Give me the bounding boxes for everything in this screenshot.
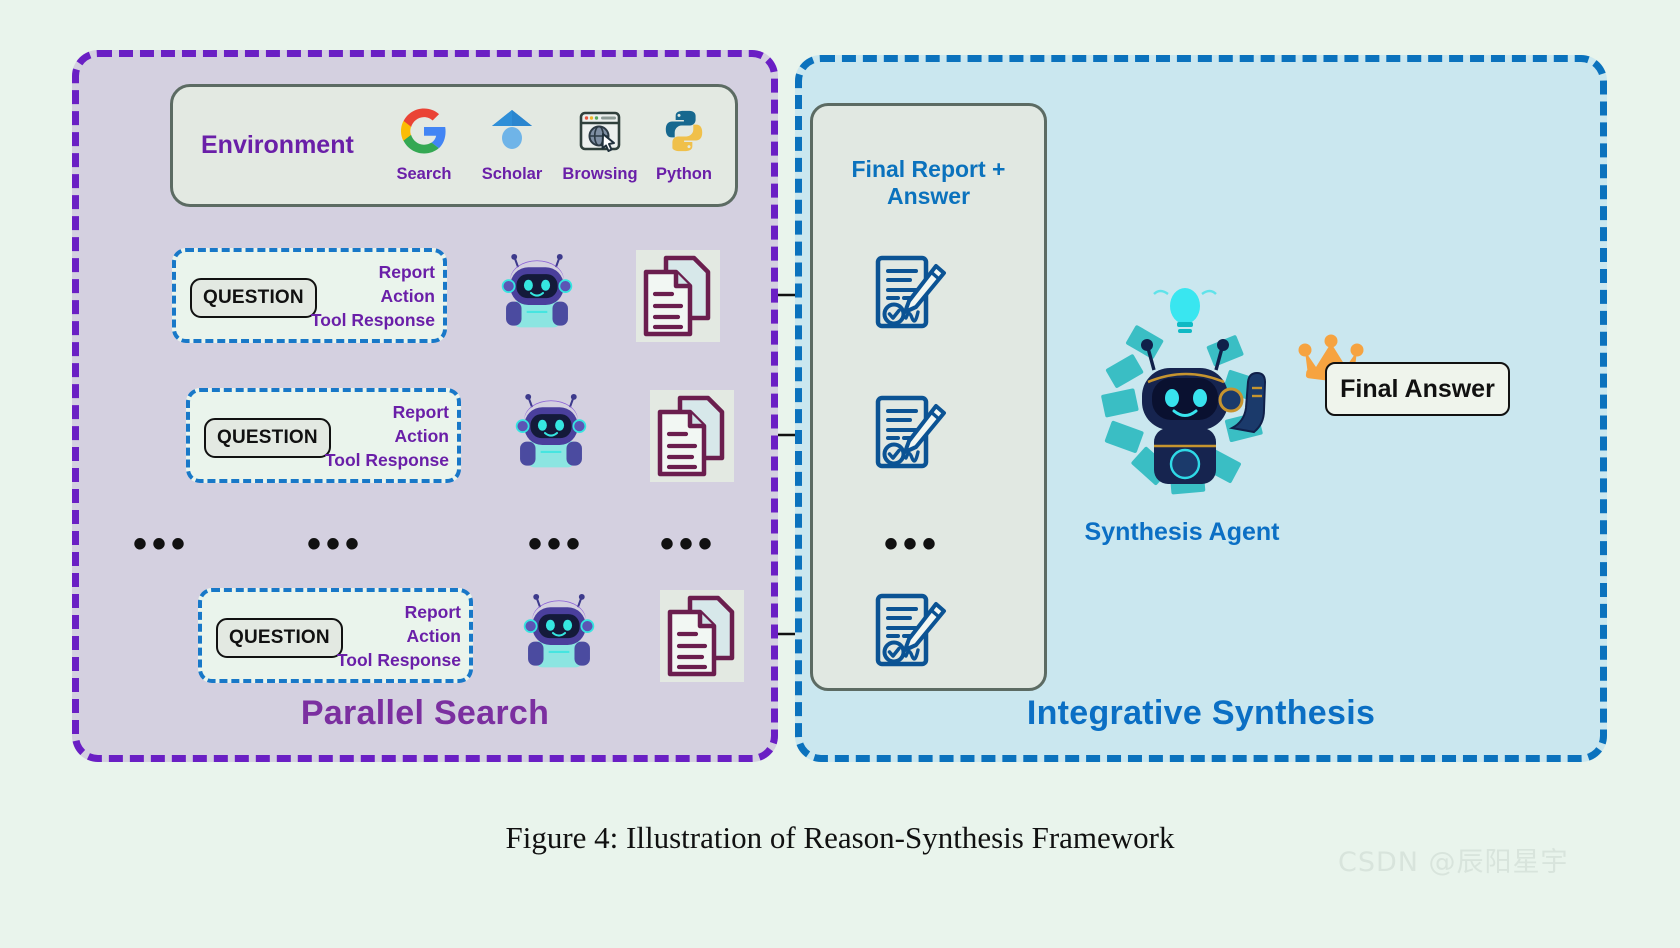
environment-card: Environment Search [170,84,738,207]
synthesis-agent-label: Synthesis Agent [1084,518,1280,546]
detail-line-tool-response: Tool Response [336,649,461,670]
browser-window-icon [557,99,643,163]
google-scholar-icon [469,99,555,163]
document-stack-icon-3 [660,590,744,682]
tool-search[interactable]: Search [381,99,467,184]
google-g-icon [381,99,467,163]
tool-browsing[interactable]: Browsing [557,99,643,184]
detail-line-tool-response: Tool Response [324,449,449,470]
question-detail-2: Report Action Tool Response [299,401,449,473]
parallel-search-title: Parallel Search [300,694,550,732]
signed-report-pen-icon-2 [868,392,952,476]
ellipsis-questions: ••• [133,522,191,566]
final-answer-box[interactable]: Final Answer [1325,362,1510,416]
tool-label-python: Python [656,165,712,183]
question-tag-2: QUESTION [204,418,331,458]
tool-label-scholar: Scholar [481,165,543,183]
detail-line-report: Report [404,602,461,622]
environment-label: Environment [201,131,354,159]
question-tag-3: QUESTION [216,618,343,658]
detail-line-tool-response: Tool Response [310,309,435,330]
document-stack-icon-1 [636,250,720,342]
ellipsis-docs: ••• [660,522,718,566]
tool-python[interactable]: Python [641,99,727,184]
ellipsis-agents: ••• [528,522,586,566]
question-box-3[interactable]: QUESTION Report Action Tool Response [198,588,473,683]
search-agent-robot-icon-3 [516,590,602,676]
question-tag-1: QUESTION [190,278,317,318]
tool-label-search: Search [396,165,452,183]
signed-report-pen-icon-1 [868,252,952,336]
tool-label-browsing: Browsing [562,165,638,183]
integrative-synthesis-title: Integrative Synthesis [1026,694,1376,732]
detail-line-report: Report [392,402,449,422]
document-stack-icon-2 [650,390,734,482]
question-box-2[interactable]: QUESTION Report Action Tool Response [186,388,461,483]
csdn-watermark: CSDN @辰阳星宇 [1338,847,1569,878]
ellipsis-reports: ••• [884,522,942,566]
ellipsis-detail: ••• [307,522,365,566]
signed-report-pen-icon-3 [868,590,952,674]
python-logo-icon [641,99,727,163]
question-box-1[interactable]: QUESTION Report Action Tool Response [172,248,447,343]
search-agent-robot-icon-2 [508,390,594,476]
search-agent-robot-icon-1 [494,250,580,336]
detail-line-action: Action [380,285,435,306]
final-report-label: Final Report + Answer [851,156,1006,209]
figure-caption: Figure 4: Illustration of Reason-Synthes… [505,820,1175,855]
question-detail-1: Report Action Tool Response [285,261,435,333]
final-report-card: Final Report + Answer [810,103,1047,691]
detail-line-action: Action [394,425,449,446]
tool-scholar[interactable]: Scholar [469,99,555,184]
detail-line-action: Action [406,625,461,646]
final-answer-label: Final Answer [1340,374,1495,403]
detail-line-report: Report [378,262,435,282]
synthesis-agent-robot-icon [1092,278,1278,510]
question-detail-3: Report Action Tool Response [311,601,461,673]
